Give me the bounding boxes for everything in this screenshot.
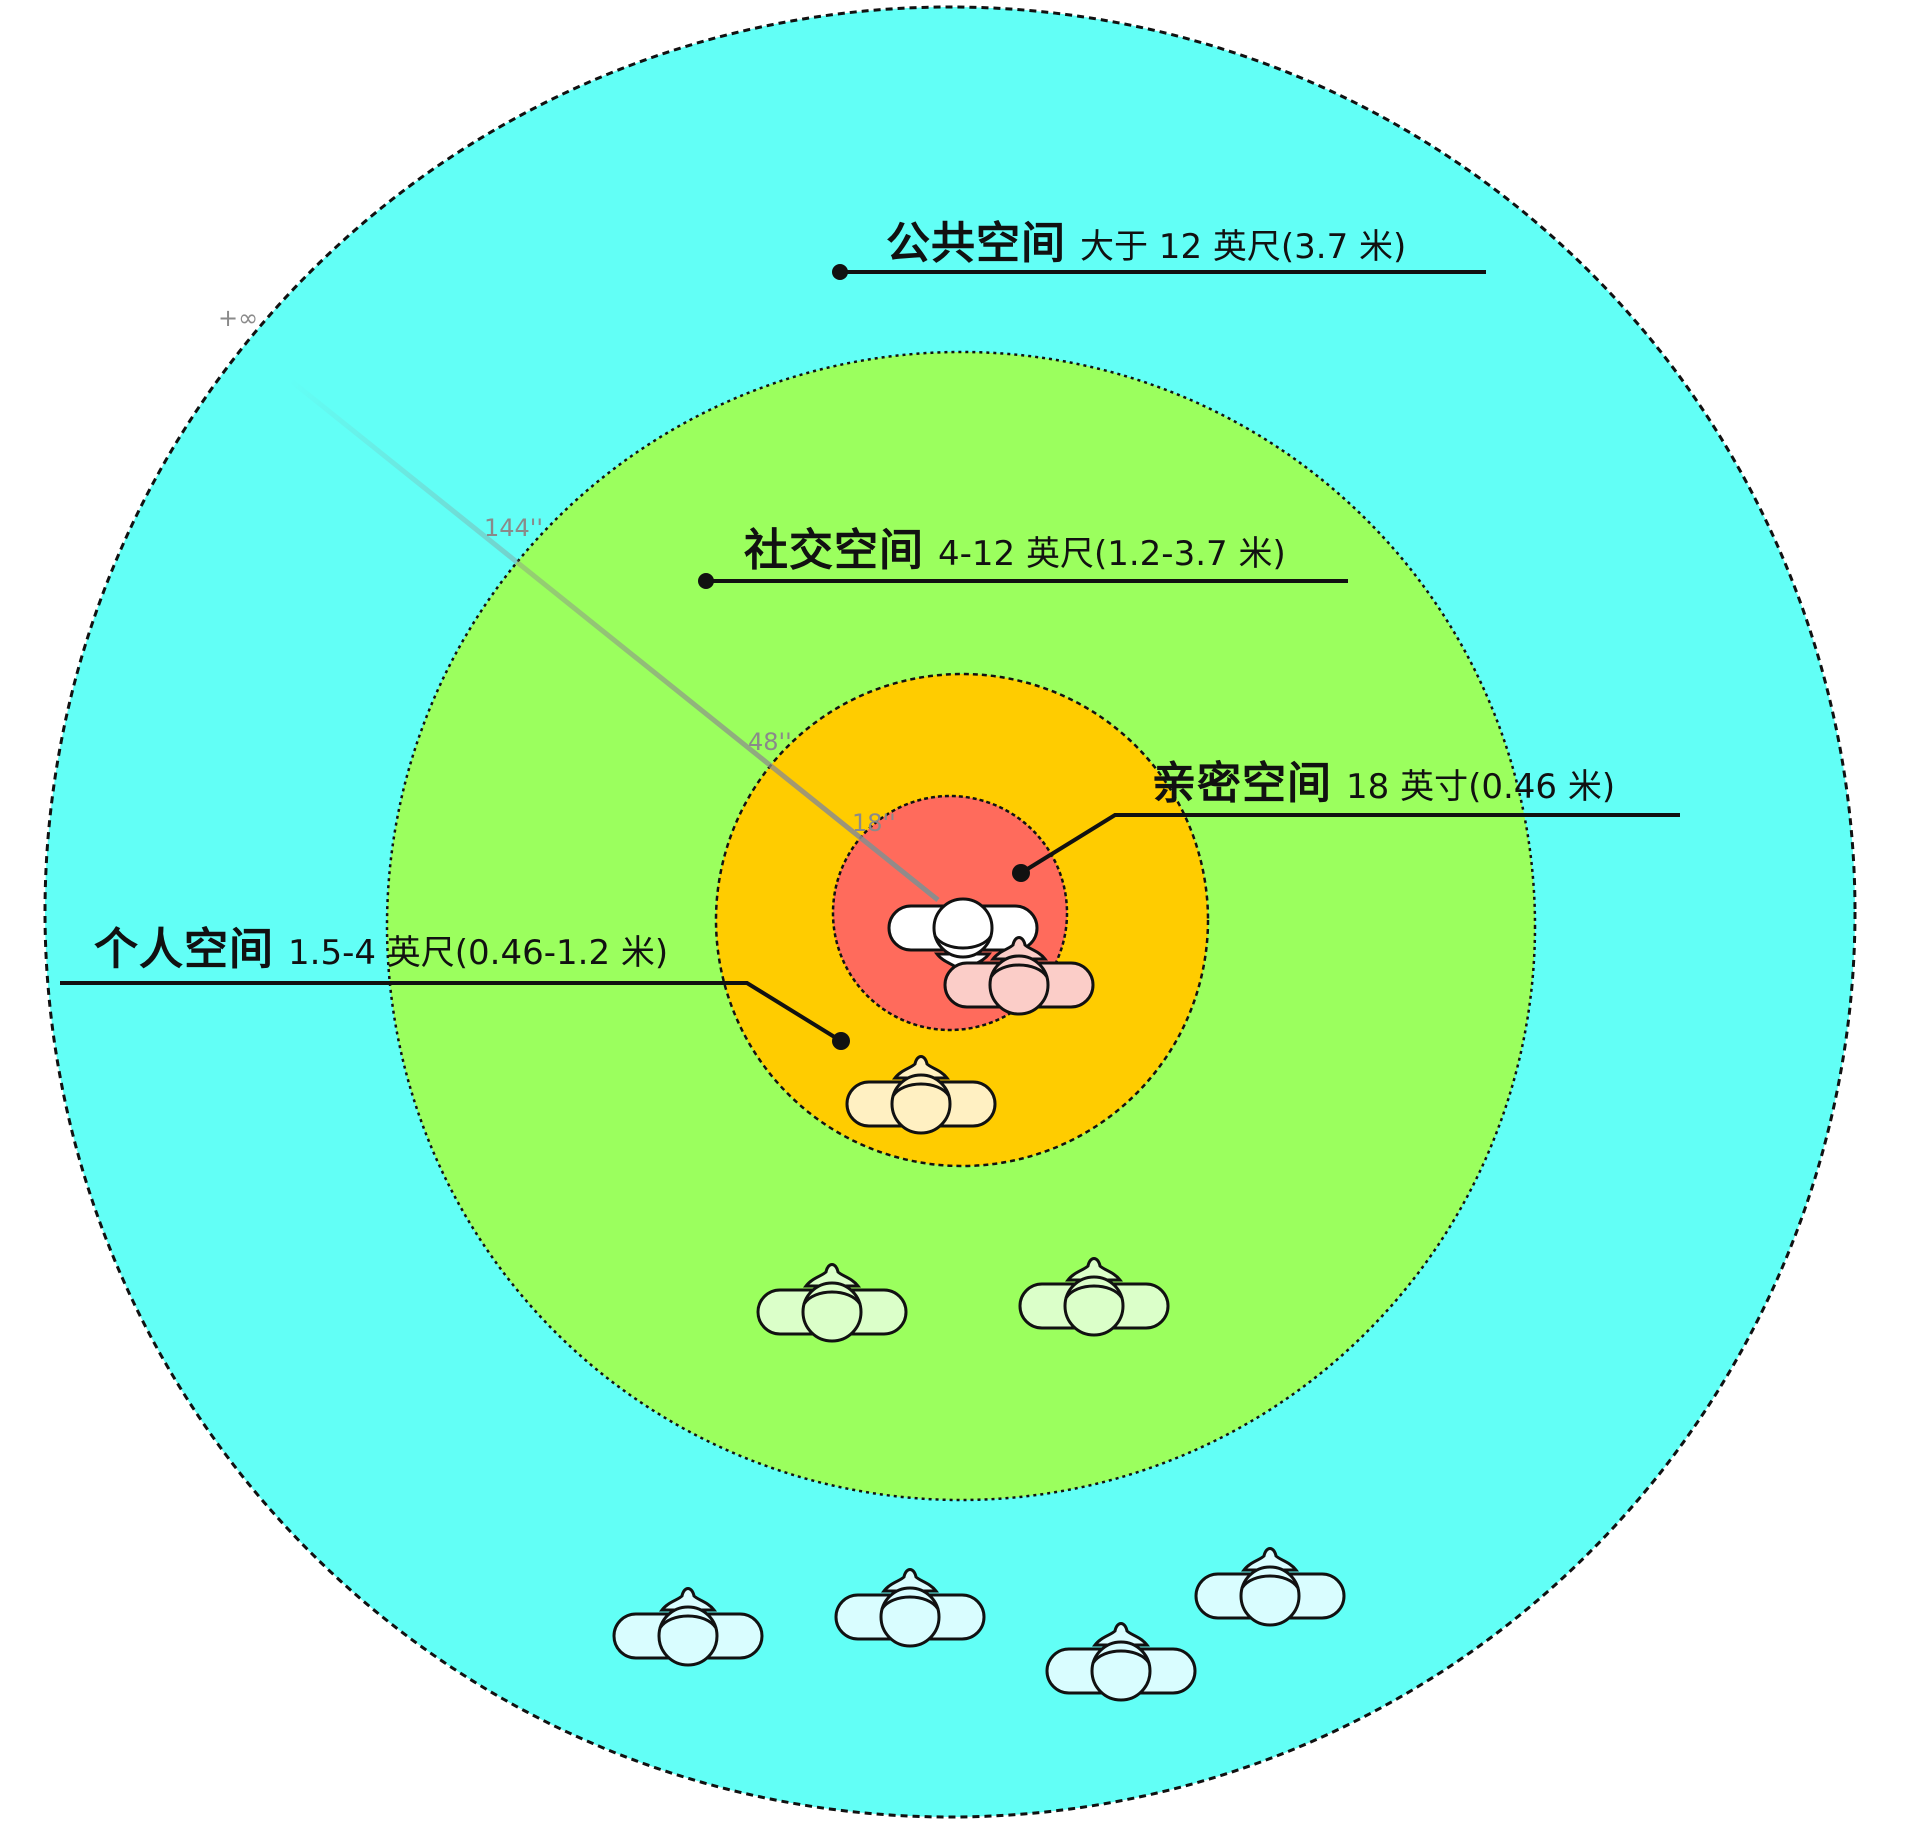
personal-radius-label: 48'' [748, 728, 792, 756]
leader-intimate [1012, 813, 1680, 882]
public-zone-range: 大于 12 英尺(3.7 米) [1080, 227, 1407, 267]
public-radius-label: 144'' [484, 514, 544, 542]
intimate-zone-range: 18 英寸(0.46 米) [1346, 767, 1616, 807]
social-zone-range: 4-12 英尺(1.2-3.7 米) [938, 534, 1286, 574]
leader-social [698, 573, 1348, 589]
infinity-label: +∞ [218, 304, 259, 332]
personal-zone-name: 个人空间 [94, 924, 274, 975]
public-zone-label: 公共空间大于 12 英尺(3.7 米) [886, 222, 1406, 266]
radius-dimension-line [288, 378, 940, 902]
intimate-zone-name: 亲密空间 [1152, 758, 1332, 809]
leader-public [832, 264, 1486, 280]
public-zone-name: 公共空间 [886, 218, 1066, 269]
intimate-radius-label: 18'' [852, 809, 896, 837]
social-zone-name: 社交空间 [744, 525, 924, 576]
personal-zone-range: 1.5-4 英尺(0.46-1.2 米) [288, 933, 669, 973]
leader-personal [60, 981, 850, 1050]
